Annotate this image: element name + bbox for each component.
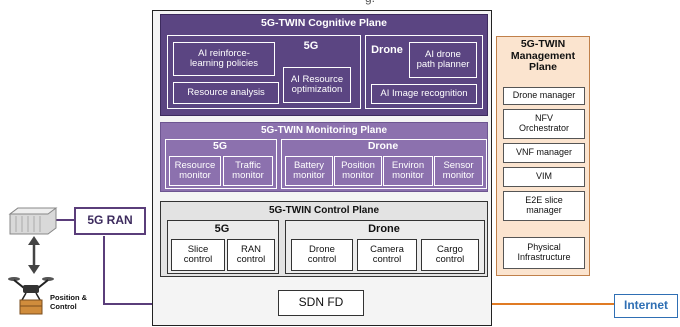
sdn-fd-box: SDN FD xyxy=(278,290,364,316)
ai-reinforce-box: AI reinforce- learning policies xyxy=(173,42,275,76)
monitoring-drone-label: Drone xyxy=(367,140,399,153)
control-plane-title: 5G-TWIN Control Plane xyxy=(269,205,379,216)
vnf-manager-box: VNF manager xyxy=(503,143,585,163)
battery-monitor-box: Battery monitor xyxy=(285,156,333,186)
ai-drone-planner-box: AI drone path planner xyxy=(409,42,477,78)
control-5g-label: 5G xyxy=(214,222,230,235)
cargo-control-box: Cargo control xyxy=(421,239,479,271)
monitoring-5g-group xyxy=(165,139,277,189)
physical-infrastructure-box: Physical Infrastructure xyxy=(503,237,585,269)
drone-control-box: Drone control xyxy=(291,239,353,271)
environ-monitor-box: Environ monitor xyxy=(383,156,433,186)
drone-icon xyxy=(8,277,54,315)
cognitive-plane: 5G-TWIN Cognitive Plane 5G AI reinforce-… xyxy=(160,14,488,116)
cutoff-caption: g. xyxy=(340,0,400,6)
base-station-icon xyxy=(8,207,58,235)
ai-resource-optimization-box: AI Resource optimization xyxy=(283,67,351,103)
double-arrow-icon xyxy=(28,236,40,274)
management-plane-title: 5G-TWIN Management Plane xyxy=(510,38,576,74)
drone-manager-box: Drone manager xyxy=(503,87,585,105)
vim-box: VIM xyxy=(503,167,585,187)
control-plane: 5G-TWIN Control Plane 5G Slice control R… xyxy=(160,201,488,277)
e2e-slice-manager-box: E2E slice manager xyxy=(503,191,585,221)
nfv-orchestrator-box: NFV Orchestrator xyxy=(503,109,585,139)
management-plane: 5G-TWIN Management Plane Drone manager N… xyxy=(496,36,590,276)
sensor-monitor-box: Sensor monitor xyxy=(434,156,483,186)
camera-control-box: Camera control xyxy=(357,239,417,271)
cognitive-5g-group xyxy=(167,35,361,109)
traffic-monitor-box: Traffic monitor xyxy=(223,156,273,186)
monitoring-plane: 5G-TWIN Monitoring Plane 5G Resource mon… xyxy=(160,122,488,192)
position-monitor-box: Position monitor xyxy=(334,156,382,186)
monitoring-plane-title: 5G-TWIN Monitoring Plane xyxy=(260,125,388,136)
position-control-label: Position & Control xyxy=(50,293,88,311)
monitoring-drone-group xyxy=(281,139,487,189)
ran-control-box: RAN control xyxy=(227,239,275,271)
ran-box: 5G RAN xyxy=(74,207,146,235)
cognitive-drone-label: Drone xyxy=(371,43,403,56)
slice-control-box: Slice control xyxy=(171,239,225,271)
cognitive-5g-label: 5G xyxy=(303,39,319,52)
control-drone-label: Drone xyxy=(368,222,400,235)
resource-analysis-box: Resource analysis xyxy=(173,82,279,104)
internet-box: Internet xyxy=(614,294,678,318)
resource-monitor-box: Resource monitor xyxy=(169,156,221,186)
monitoring-5g-label: 5G xyxy=(212,140,227,153)
ai-image-recognition-box: AI Image recognition xyxy=(371,84,477,104)
cognitive-drone-group xyxy=(365,35,483,109)
cognitive-plane-title: 5G-TWIN Cognitive Plane xyxy=(260,17,387,29)
